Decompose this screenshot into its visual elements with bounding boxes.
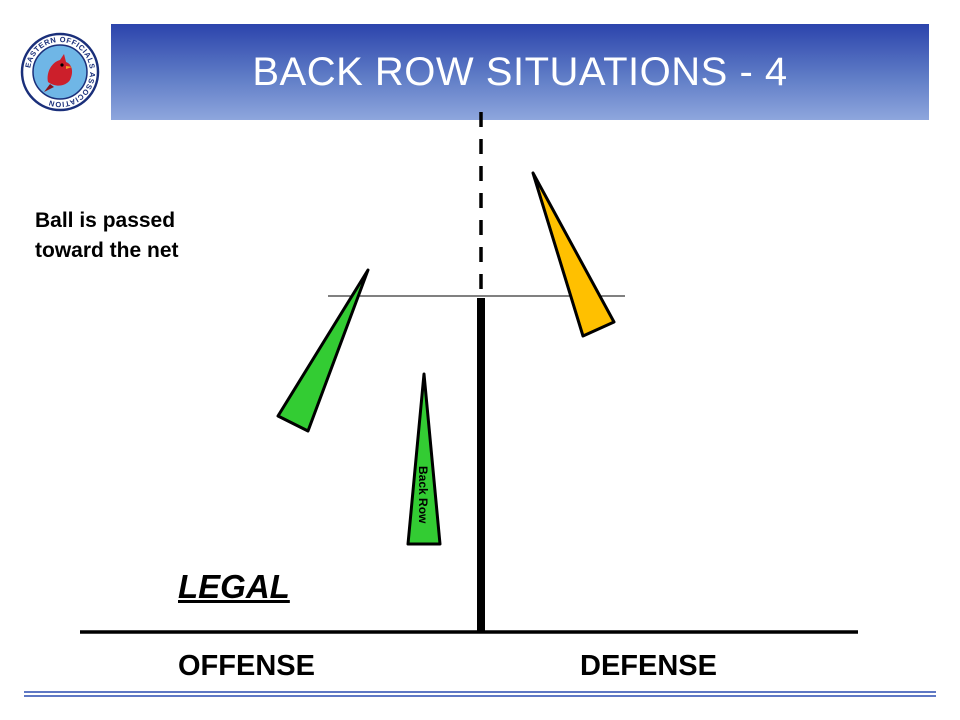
cardinal-bird-icon [44,54,73,92]
defense-label: DEFENSE [580,650,717,682]
offense-label: OFFENSE [178,650,315,682]
verdict-label: LEGAL [178,568,290,605]
back-row-offense-player [406,372,442,546]
caption-line-2: toward the net [35,239,179,262]
back-row-label: Back Row [416,466,430,524]
caption-line-1: Ball is passed [35,209,176,232]
title-bar: BACK ROW SITUATIONS - 4 [111,24,929,120]
defense-blocker-player [531,171,616,338]
situation-caption: Ball is passed toward the net [35,206,275,266]
slide-title: BACK ROW SITUATIONS - 4 [252,49,788,94]
footer-divider [24,691,936,697]
front-row-offense-player [276,268,370,433]
eastern-officials-logo: EASTERN OFFICIALS ASSOCIATION [20,32,100,112]
